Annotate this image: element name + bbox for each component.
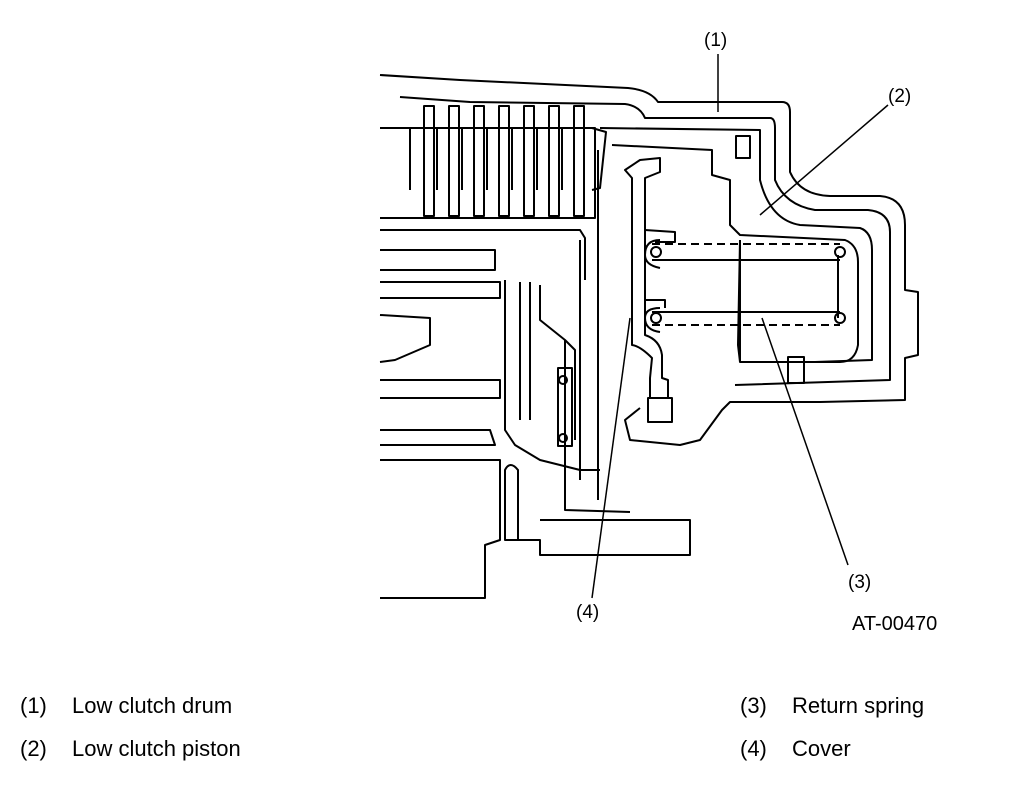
callout-4: (4) [576,602,600,623]
callout-1: (1) [704,30,728,51]
legend-number: (4) [740,736,767,761]
legend-number: (2) [20,736,47,761]
legend-item-1: (1) Low clutch drum [20,693,232,719]
legend-label: Low clutch piston [72,736,241,761]
low-clutch-piston [611,144,859,363]
legend-label: Low clutch drum [72,693,233,718]
legend-number: (3) [740,693,767,718]
low-clutch-drum-outline [379,74,919,446]
legend-item-2: (2) Low clutch piston [20,736,241,762]
leader-lines [591,54,889,599]
cover [624,157,676,423]
callout-3: (3) [848,572,872,593]
callout-2: (2) [888,86,912,107]
figure-code: AT-00470 [852,613,938,635]
return-spring [644,239,846,333]
legend-item-4: (4) Cover [740,736,851,762]
inner-hub [379,150,691,599]
legend-item-3: (3) Return spring [740,693,924,719]
legend-number: (1) [20,693,47,718]
legend-label: Cover [792,736,851,761]
clutch-plates [380,105,607,219]
legend-label: Return spring [792,693,925,718]
clutch-cross-section-diagram [379,54,919,599]
